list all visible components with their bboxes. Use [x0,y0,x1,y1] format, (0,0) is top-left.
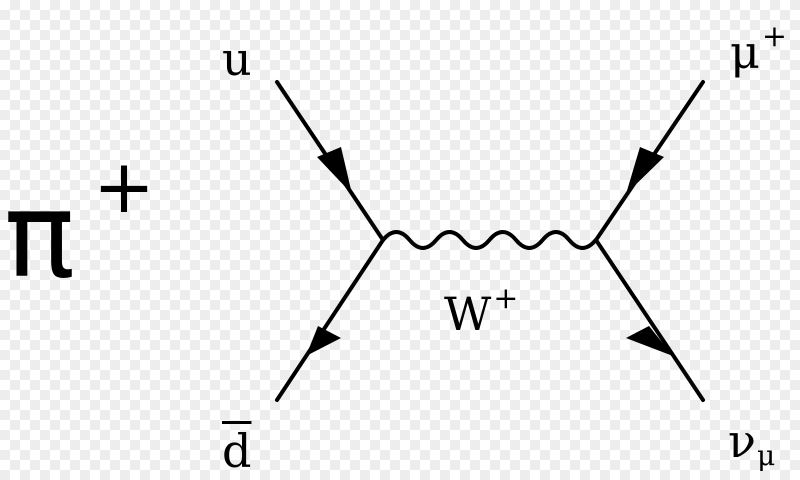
neutrino-label: νμ [728,418,775,470]
muon-arrow [626,147,664,194]
neutrino-flavor: μ [756,439,776,472]
anti-down-quark-arrow [306,326,341,356]
neutrino-symbol: ν [728,414,756,468]
up-quark-arrow [317,147,352,194]
neutrino-arrow [626,326,673,356]
w-boson-propagator [381,230,598,250]
muon-symbol: μ [730,25,760,79]
pion-label: π+ [4,150,155,294]
anti-down-quark-label: d [222,424,252,478]
pion-charge: + [93,144,156,230]
w-boson-charge: + [493,281,519,316]
muon-label: μ+ [730,19,788,76]
muon-charge: + [761,19,788,54]
pion-symbol: π [4,166,76,304]
w-boson-label: W+ [444,281,519,338]
anti-down-quark-line [275,238,385,402]
neutrino-line [594,238,705,402]
w-boson-symbol: W [444,287,492,341]
up-quark-label: u [222,32,252,86]
